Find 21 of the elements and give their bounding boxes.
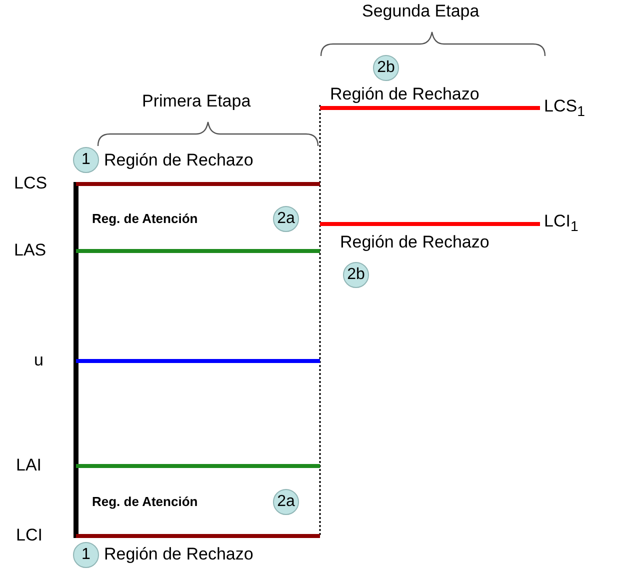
limit-label: LAS [14, 242, 46, 260]
limit-label: u [34, 352, 44, 370]
region-label: Región de Rechazo [104, 546, 254, 564]
step-circle: 1 [73, 147, 99, 173]
step-circle: 1 [73, 542, 99, 568]
stage-heading: Segunda Etapa [362, 2, 480, 22]
limit-label: LCI [16, 526, 42, 546]
region-label: Región de Rechazo [104, 152, 254, 170]
region-label: Reg. de Atención [92, 494, 198, 510]
region-label: Región de Rechazo [340, 234, 490, 252]
limit-label: LCS [14, 174, 48, 194]
limit-label: LCI$_{1}$ [544, 212, 578, 236]
step-circle: 2a [273, 489, 299, 515]
limit-label: LAI [16, 456, 42, 476]
step-circle: 2b [343, 262, 369, 288]
region-label: Región de Rechazo [330, 86, 480, 104]
step-circle: 2b [373, 55, 399, 81]
region-label: Reg. de Atención [92, 212, 198, 226]
stage-heading: Primera Etapa [142, 92, 251, 112]
step-circle: 2a [273, 206, 299, 232]
limit-label: LCS$_{1}$ [544, 98, 585, 120]
